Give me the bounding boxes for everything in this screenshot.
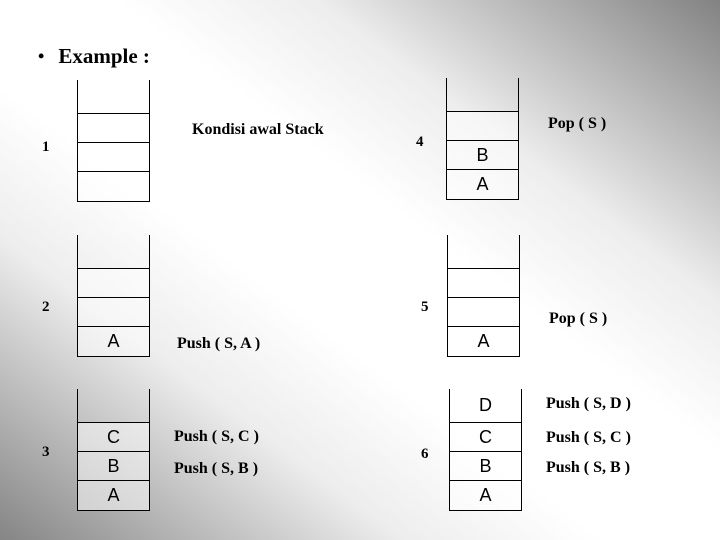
label-push-s-b-6: Push ( S, B ) [546, 459, 631, 476]
stack-3: C B A [77, 389, 150, 511]
cell-value: A [477, 331, 490, 351]
stack-cell [78, 268, 149, 297]
stack-cell [447, 111, 518, 140]
stack-cell [448, 268, 519, 297]
stack-cell [448, 297, 519, 326]
label-push-s-d-6: Push ( S, D ) [546, 395, 631, 412]
stack-cell: C [78, 422, 149, 451]
label-pop-s-5: Pop ( S ) [549, 310, 608, 327]
stack-6: D C B A [449, 389, 522, 511]
cell-value: B [476, 144, 489, 165]
stack-cell [448, 235, 519, 268]
stack-number-2: 2 [42, 299, 50, 315]
cell-value: B [479, 455, 492, 476]
label-kondisi-awal-stack: Kondisi awal Stack [192, 121, 324, 138]
stack-number-3: 3 [42, 444, 50, 460]
label-push-s-a: Push ( S, A ) [177, 335, 261, 352]
title-text: Example : [58, 44, 150, 68]
stack-cell: A [448, 326, 519, 356]
stack-cell [78, 80, 149, 113]
cell-value: A [107, 485, 120, 505]
stack-cell [78, 389, 149, 422]
stack-cell: A [78, 480, 149, 510]
stack-number-5: 5 [421, 299, 429, 315]
stack-cell: B [447, 140, 518, 169]
stack-number-4: 4 [416, 134, 424, 150]
stack-4: B A [446, 78, 519, 200]
stack-number-6: 6 [421, 446, 429, 462]
stack-cell [78, 142, 149, 171]
stack-cell: A [450, 480, 521, 510]
cell-value: B [107, 455, 120, 476]
stack-1 [77, 80, 150, 202]
stack-cell: A [447, 169, 518, 199]
stack-cell: C [450, 422, 521, 451]
stack-number-1: 1 [42, 139, 50, 155]
cell-value: D [479, 395, 492, 415]
stack-cell [78, 171, 149, 201]
label-pop-s-4: Pop ( S ) [548, 115, 607, 132]
stack-2: A [77, 235, 150, 357]
stack-cell [447, 78, 518, 111]
label-push-s-c-6: Push ( S, C ) [546, 429, 631, 446]
stack-cell: D [450, 389, 521, 422]
bullet-icon: • [38, 46, 45, 66]
stack-cell: B [450, 451, 521, 480]
label-push-s-c-3: Push ( S, C ) [174, 428, 259, 445]
label-push-s-b-3: Push ( S, B ) [174, 460, 259, 477]
cell-value: A [476, 174, 489, 194]
cell-value: A [107, 331, 120, 351]
stack-cell [78, 235, 149, 268]
cell-value: C [107, 426, 120, 447]
stack-cell [78, 113, 149, 142]
page-title: • Example : [38, 44, 150, 69]
stack-cell: B [78, 451, 149, 480]
cell-value: C [479, 426, 492, 447]
stack-5: A [447, 235, 520, 357]
cell-value: A [479, 485, 492, 505]
stack-cell [78, 297, 149, 326]
stack-cell: A [78, 326, 149, 356]
